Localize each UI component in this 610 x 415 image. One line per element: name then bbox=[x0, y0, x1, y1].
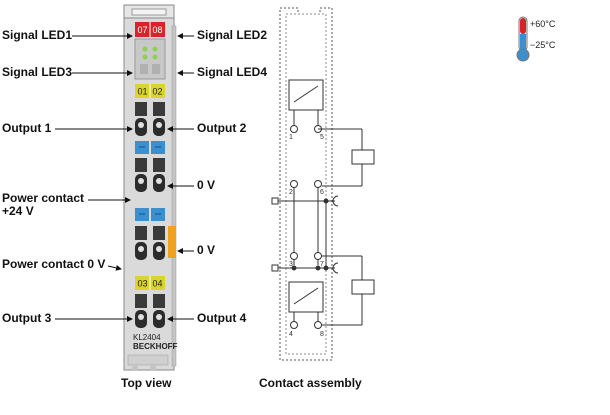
thermometer-icon bbox=[516, 16, 530, 62]
terminal-top-view: 07 08 01 02 bbox=[123, 4, 178, 371]
label-signal-led1: Signal LED1 bbox=[2, 28, 73, 42]
label-output4: Output 4 bbox=[197, 311, 247, 325]
contact-number-7: 7 bbox=[320, 261, 324, 268]
label-power-contact-24v-line1: Power contact bbox=[2, 191, 85, 205]
contact-assembly-diagram bbox=[271, 7, 375, 361]
contact-orange bbox=[168, 226, 176, 258]
contact-number-4: 4 bbox=[289, 331, 293, 338]
label-power-contact-24v-line2: +24 V bbox=[2, 204, 34, 218]
contact-number-5: 5 bbox=[320, 134, 324, 141]
caption-contact-assembly: Contact assembly bbox=[259, 376, 362, 390]
label-output1: Output 1 bbox=[2, 121, 52, 135]
label-output3: Output 3 bbox=[2, 311, 52, 325]
label-power-contact-0v: Power contact 0 V bbox=[2, 257, 106, 271]
contact-number-8: 8 bbox=[320, 331, 324, 338]
label-0v-upper: 0 V bbox=[197, 178, 216, 192]
terminal-model: KL2404 bbox=[133, 333, 161, 342]
led-label-04: 04 bbox=[152, 279, 162, 289]
contact-number-2: 2 bbox=[289, 189, 293, 196]
temp-min: −25°C bbox=[530, 40, 556, 50]
led-label-02: 02 bbox=[152, 87, 162, 97]
label-output2: Output 2 bbox=[197, 121, 247, 135]
led-label-01: 01 bbox=[137, 87, 147, 97]
led-label-08: 08 bbox=[152, 25, 162, 35]
leader-lines bbox=[55, 33, 194, 322]
label-signal-led4: Signal LED4 bbox=[197, 65, 268, 79]
caption-top-view: Top view bbox=[121, 376, 172, 390]
contact-numbers: 1 5 2 6 3 7 4 8 bbox=[289, 134, 324, 338]
contact-number-3: 3 bbox=[289, 261, 293, 268]
terminal-brand: BECKHOFF bbox=[133, 342, 178, 351]
label-signal-led3: Signal LED3 bbox=[2, 65, 73, 79]
led-label-07: 07 bbox=[137, 25, 147, 35]
contact-number-6: 6 bbox=[320, 189, 324, 196]
contact-number-1: 1 bbox=[289, 134, 293, 141]
led-label-03: 03 bbox=[137, 279, 147, 289]
label-0v-lower: 0 V bbox=[197, 243, 216, 257]
label-signal-led2: Signal LED2 bbox=[197, 28, 268, 42]
temp-max: +60°C bbox=[530, 19, 556, 29]
